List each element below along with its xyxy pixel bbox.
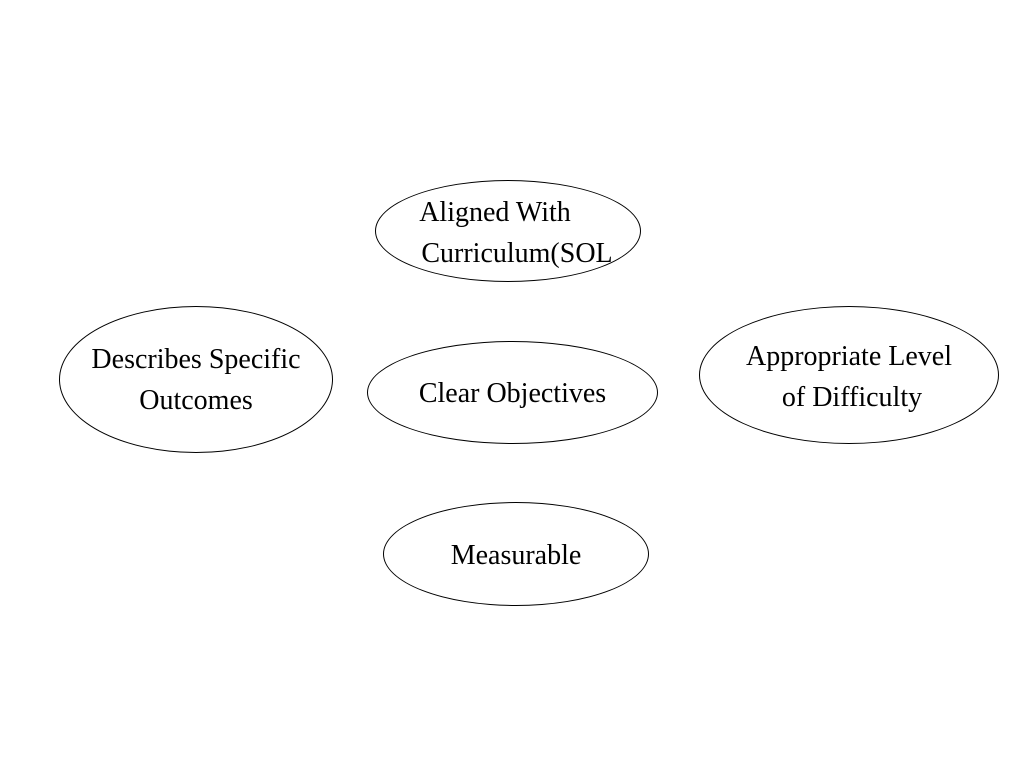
node-right-line-2: of Difficulty xyxy=(781,382,923,413)
node-top-line-1: Aligned With xyxy=(419,197,571,228)
node-right-line-1: Appropriate Level xyxy=(745,341,953,372)
node-left-label: Describes Specific Outcomes xyxy=(36,339,356,421)
node-top-ellipse xyxy=(375,180,641,282)
node-left-ellipse xyxy=(59,306,333,453)
center-node-ellipse xyxy=(367,341,658,444)
node-right-label: Appropriate Level of Difficulty xyxy=(696,336,1002,418)
center-node-line-1: Clear Objectives xyxy=(418,378,607,409)
center-node-label: Clear Objectives xyxy=(367,373,658,414)
node-left-line-1: Describes Specific xyxy=(91,344,301,375)
node-bottom-line-1: Measurable xyxy=(450,540,582,571)
node-bottom-label: Measurable xyxy=(383,535,649,576)
node-right-ellipse xyxy=(699,306,999,444)
node-top-label: Aligned With Curriculum(SOL xyxy=(376,192,640,274)
node-top-line-2: Curriculum(SOL xyxy=(421,238,613,269)
node-bottom-ellipse xyxy=(383,502,649,606)
node-left-line-2: Outcomes xyxy=(139,385,253,416)
